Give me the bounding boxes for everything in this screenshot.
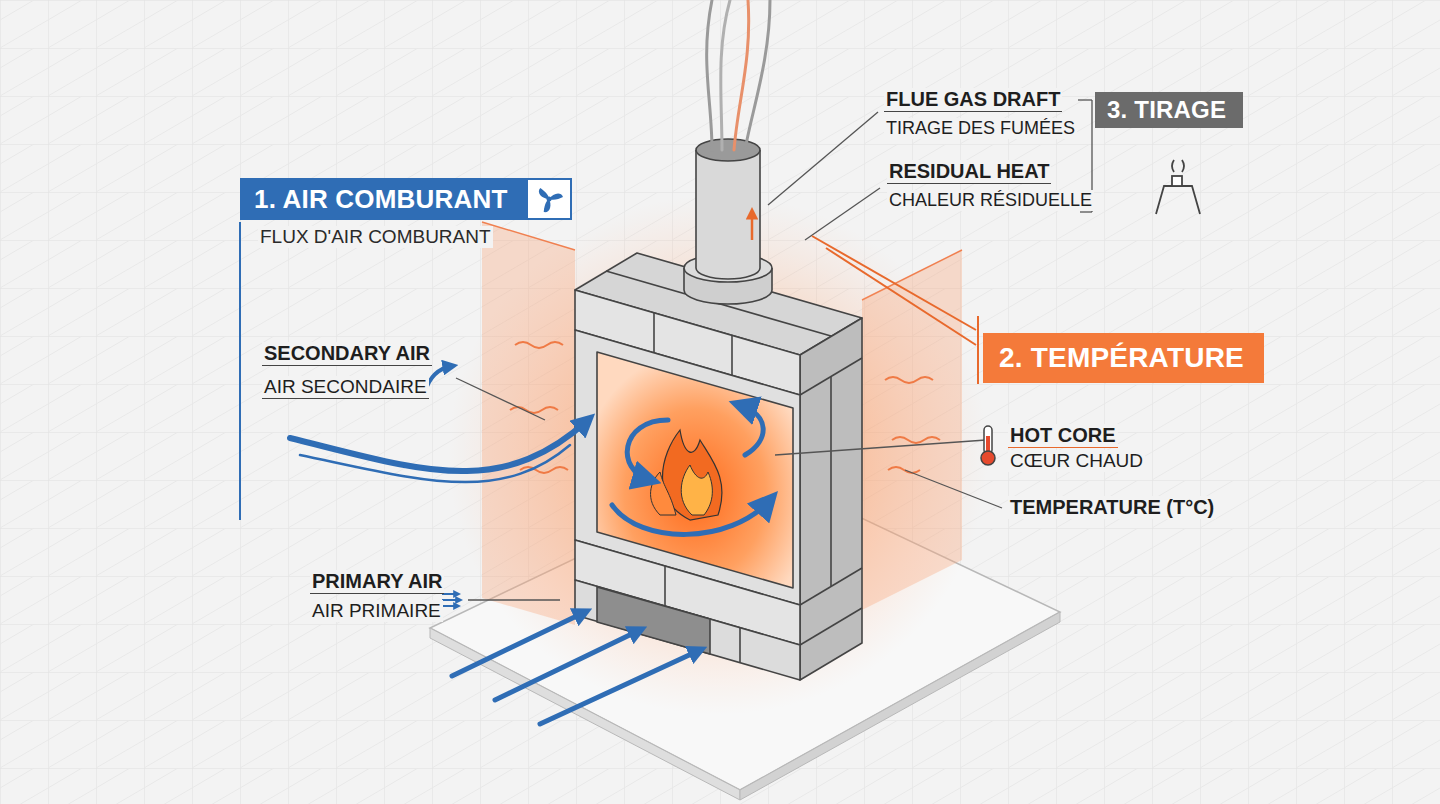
callout-label: HOT CORE — [1008, 424, 1118, 448]
thermometer-icon — [981, 426, 995, 465]
section-title: 1. AIR COMBURANT — [254, 184, 508, 215]
callout-label: RESIDUAL HEAT — [887, 160, 1051, 184]
callout-translation: CŒUR CHAUD — [1008, 450, 1145, 472]
section-subtitle: FLUX D'AIR COMBURANT — [258, 226, 493, 248]
callout-label: SECONDARY AIR — [262, 342, 432, 366]
section-title: 2. TEMPÉRATURE — [999, 342, 1244, 374]
secondary-air-icon — [425, 366, 452, 392]
callout-translation: AIR SECONDAIRE — [262, 376, 429, 399]
primary-air-icon — [442, 594, 460, 606]
section-title: 3. TIRAGE — [1107, 96, 1226, 124]
callout-translation: CHALEUR RÉSIDUELLE — [887, 190, 1094, 211]
leader-lines — [240, 100, 1092, 600]
floor-edge — [430, 628, 740, 800]
callout-label: PRIMARY AIR — [310, 570, 444, 594]
heat-waves — [510, 342, 940, 473]
stove-body — [575, 238, 862, 680]
chimney-icon — [1156, 160, 1200, 214]
callout-label: TEMPERATURE (T°C) — [1008, 496, 1216, 519]
secondary-air-arrow — [290, 420, 588, 482]
callout-translation: TIRAGE DES FUMÉES — [884, 118, 1077, 139]
callout-translation: AIR PRIMAIRE — [310, 600, 443, 622]
callout-label: FLUE GAS DRAFT — [884, 88, 1062, 112]
section-box: 1. AIR COMBURANTFLUX D'AIR COMBURANT — [240, 178, 526, 220]
smoke-lines — [707, 0, 770, 150]
orange-leaders — [812, 236, 978, 384]
fan-icon — [526, 178, 572, 220]
air-swirl — [612, 405, 770, 534]
section-box: 3. TIRAGE — [1095, 92, 1243, 128]
primary-air-arrows — [452, 612, 700, 724]
chimney — [684, 139, 772, 304]
flames — [651, 430, 722, 520]
section-box: 2. TEMPÉRATURE — [983, 333, 1264, 383]
